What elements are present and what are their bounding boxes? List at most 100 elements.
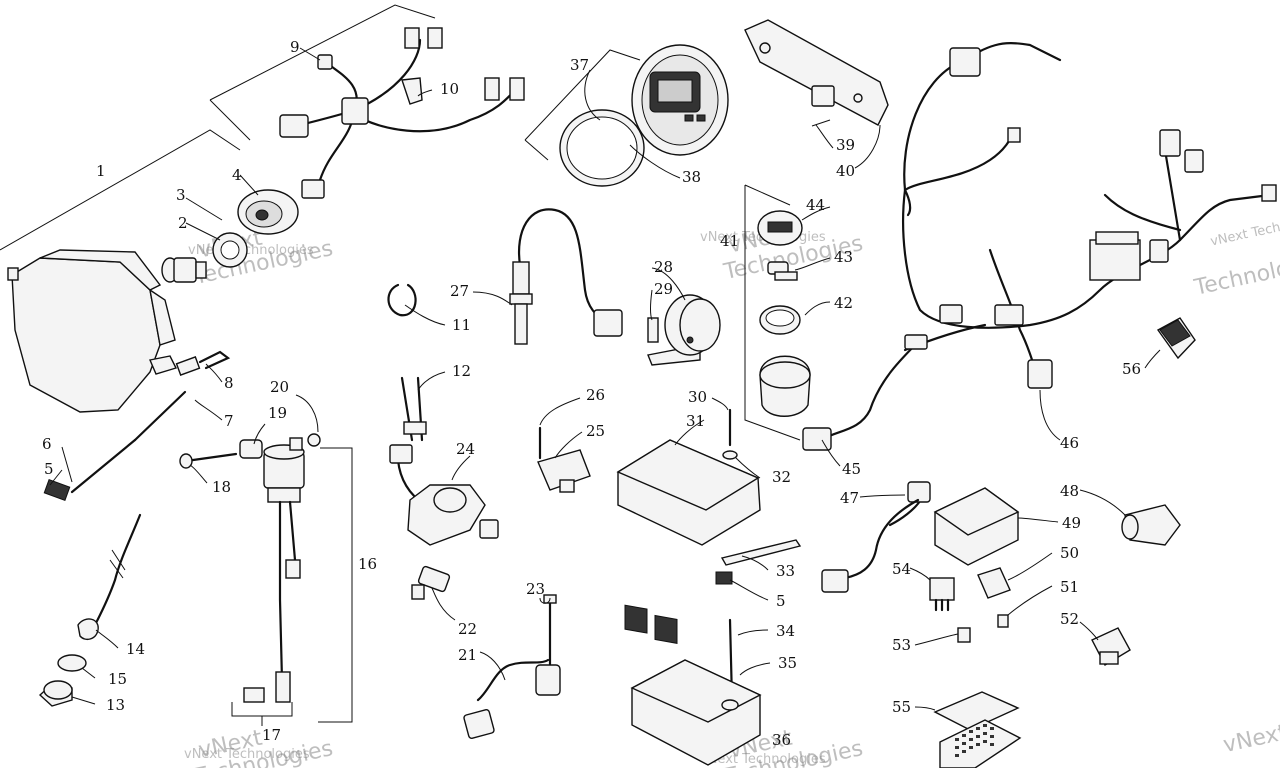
watermark-1-inline: vNext Technologies bbox=[188, 243, 314, 258]
ground-strap bbox=[720, 539, 802, 566]
sub-harness bbox=[279, 27, 525, 199]
leader-lines bbox=[49, 47, 1161, 711]
switch-plug bbox=[77, 513, 142, 641]
watermark-4: vNext Technologies bbox=[191, 726, 335, 772]
callout-9: 9 bbox=[290, 38, 300, 56]
watermark-5-inline: vNext Technologies bbox=[700, 752, 826, 767]
bracket-16 bbox=[318, 447, 353, 723]
bracket-1 bbox=[0, 129, 241, 251]
callout-30: 30 bbox=[688, 388, 707, 406]
callout-38: 38 bbox=[682, 168, 701, 186]
relay-54 bbox=[929, 577, 955, 612]
callout-15: 15 bbox=[108, 670, 127, 688]
cover-55 bbox=[933, 691, 1022, 769]
callout-44: 44 bbox=[806, 196, 825, 214]
watermark-3-inline: vNext Technologies bbox=[1209, 209, 1280, 250]
knock-sensor bbox=[463, 594, 561, 739]
callout-11: 11 bbox=[452, 316, 471, 334]
speedometer bbox=[559, 44, 729, 187]
ignition-switch bbox=[757, 210, 811, 417]
callout-4: 4 bbox=[232, 166, 242, 184]
watermark-6: vNext bbox=[1221, 720, 1280, 758]
callout-8: 8 bbox=[224, 374, 234, 392]
callout-16: 16 bbox=[358, 555, 377, 573]
headlight-bulb bbox=[161, 257, 207, 283]
washer bbox=[57, 654, 87, 672]
callout-50: 50 bbox=[1060, 544, 1079, 562]
fitting bbox=[38, 680, 73, 707]
callout-10: 10 bbox=[440, 80, 459, 98]
bracket-41 bbox=[744, 185, 801, 441]
callout-21: 21 bbox=[458, 646, 477, 664]
fuse-51 bbox=[997, 614, 1009, 628]
callout-6: 6 bbox=[42, 435, 52, 453]
sensor-lead bbox=[821, 481, 931, 593]
callout-28: 28 bbox=[654, 258, 673, 276]
watermark-4-inline: vNext Technologies bbox=[184, 747, 310, 762]
callout-20: 20 bbox=[270, 378, 289, 396]
callout-14: 14 bbox=[126, 640, 145, 658]
callout-39: 39 bbox=[836, 136, 855, 154]
callout-18: 18 bbox=[212, 478, 231, 496]
ecu-module bbox=[616, 408, 761, 644]
callout-33: 33 bbox=[776, 562, 795, 580]
headlight-assembly bbox=[7, 249, 201, 413]
connector-52 bbox=[1091, 627, 1131, 666]
callout-22: 22 bbox=[458, 620, 477, 638]
clip-small bbox=[43, 479, 71, 501]
connector-48 bbox=[1121, 504, 1181, 546]
rocker-switch bbox=[1156, 317, 1196, 360]
callout-25: 25 bbox=[586, 422, 605, 440]
bracket-37-tail bbox=[524, 139, 549, 161]
bracket-37 bbox=[524, 49, 641, 141]
callout-24: 24 bbox=[456, 440, 475, 458]
temp-sensor bbox=[509, 208, 623, 345]
callout-7: 7 bbox=[224, 412, 234, 430]
callout-34: 34 bbox=[776, 622, 795, 640]
callout-36: 36 bbox=[772, 731, 791, 749]
callout-3: 3 bbox=[176, 186, 186, 204]
module-35 bbox=[630, 659, 762, 766]
watermark-6-line1: vNext bbox=[1221, 720, 1280, 758]
callout-48: 48 bbox=[1060, 482, 1079, 500]
handlebar-pod bbox=[744, 19, 889, 127]
callout-35: 35 bbox=[778, 654, 797, 672]
callout-47: 47 bbox=[840, 489, 859, 507]
wire-clamp bbox=[387, 283, 417, 317]
harness-connector bbox=[401, 77, 423, 105]
callout-51: 51 bbox=[1060, 578, 1079, 596]
callout-53: 53 bbox=[892, 636, 911, 654]
headlight-boot bbox=[237, 189, 299, 235]
callout-12: 12 bbox=[452, 362, 471, 380]
callout-56: 56 bbox=[1122, 360, 1141, 378]
fuse-box bbox=[933, 487, 1020, 566]
cable-strap bbox=[400, 376, 427, 442]
bracket-17 bbox=[231, 702, 293, 717]
main-harness bbox=[902, 42, 1277, 389]
callout-54: 54 bbox=[892, 560, 911, 578]
callout-labels: 1234567891011121314151617181920212223242… bbox=[42, 38, 1141, 749]
throttle-actuator bbox=[389, 444, 499, 546]
callout-17: 17 bbox=[262, 726, 281, 744]
spring bbox=[70, 390, 187, 494]
callout-23: 23 bbox=[526, 580, 545, 598]
relay-50 bbox=[977, 567, 1011, 599]
bulb-retainer bbox=[212, 232, 248, 268]
bolt-18 bbox=[179, 452, 238, 469]
callout-5: 5 bbox=[776, 592, 786, 610]
callout-37: 37 bbox=[570, 56, 589, 74]
callout-49: 49 bbox=[1062, 514, 1081, 532]
callout-13: 13 bbox=[106, 696, 125, 714]
map-sensor bbox=[537, 426, 591, 493]
callout-45: 45 bbox=[842, 460, 861, 478]
callout-52: 52 bbox=[1060, 610, 1079, 628]
callout-43: 43 bbox=[834, 248, 853, 266]
callout-27: 27 bbox=[450, 282, 469, 300]
callout-29: 29 bbox=[654, 280, 673, 298]
fuel-sender bbox=[239, 433, 321, 703]
callout-32: 32 bbox=[772, 468, 791, 486]
headlight-clip bbox=[198, 350, 231, 370]
callout-5: 5 bbox=[44, 460, 54, 478]
